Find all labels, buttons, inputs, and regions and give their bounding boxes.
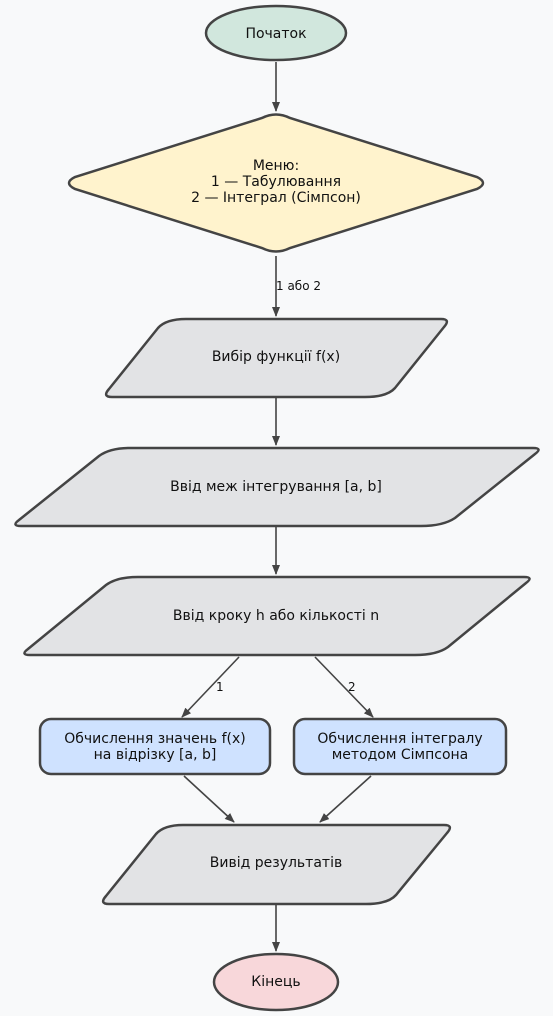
start-label: Початок <box>245 26 306 42</box>
node-start: Початок <box>204 4 348 62</box>
node-end: Кінець <box>212 952 340 1012</box>
menu-label-line-1: Меню: <box>253 158 299 174</box>
node-menu: Меню: 1 — Табулювання 2 — Інтеграл (Сімп… <box>67 113 485 253</box>
node-input-bounds: Ввід меж інтегрування [a, b] <box>14 446 540 528</box>
output-parallelogram <box>101 823 452 906</box>
simpson-process-box <box>292 717 508 776</box>
input-step-parallelogram <box>23 575 531 657</box>
tabulate-process-box <box>38 717 272 776</box>
node-simpson: Обчислення інтегралу методом Сімпсона <box>292 717 508 776</box>
input-bounds-parallelogram <box>14 446 540 528</box>
output-label: Вивід результатів <box>210 855 342 871</box>
edge-step-to-tabulate <box>181 656 240 718</box>
input-step-label: Ввід кроку h або кількості n <box>173 608 379 624</box>
menu-decision-diamond <box>67 113 485 253</box>
edge-tabulate-to-output <box>183 775 235 823</box>
start-terminator <box>204 4 348 62</box>
edge-simpson-to-output <box>319 775 372 823</box>
edge-step-to-simpson <box>314 656 374 718</box>
simpson-label-line-2: методом Сімпсона <box>332 747 469 763</box>
choose-function-label: Вибір функції f(x) <box>212 349 340 365</box>
tabulate-label-line-2: на відрізку [a, b] <box>94 747 217 763</box>
edge-label-to-simpson: 2 <box>348 680 356 694</box>
edges: 1 або 2 1 2 <box>181 62 374 952</box>
node-choose-function: Вибір функції f(x) <box>104 317 449 399</box>
input-bounds-label: Ввід меж інтегрування [a, b] <box>170 479 382 495</box>
node-input-step: Ввід кроку h або кількості n <box>23 575 531 657</box>
edge-label-to-tabulate: 1 <box>216 680 224 694</box>
node-tabulate: Обчислення значень f(x) на відрізку [a, … <box>38 717 272 776</box>
menu-label-line-2: 1 — Табулювання <box>211 174 341 190</box>
simpson-label-line-1: Обчислення інтегралу <box>317 731 482 747</box>
edge-label-menu-to-function: 1 або 2 <box>276 279 321 293</box>
end-label: Кінець <box>251 974 300 990</box>
end-terminator <box>212 952 340 1012</box>
node-output: Вивід результатів <box>101 823 452 906</box>
tabulate-label-line-1: Обчислення значень f(x) <box>64 731 246 747</box>
menu-label-line-3: 2 — Інтеграл (Сімпсон) <box>191 190 361 206</box>
choose-function-parallelogram <box>104 317 449 399</box>
